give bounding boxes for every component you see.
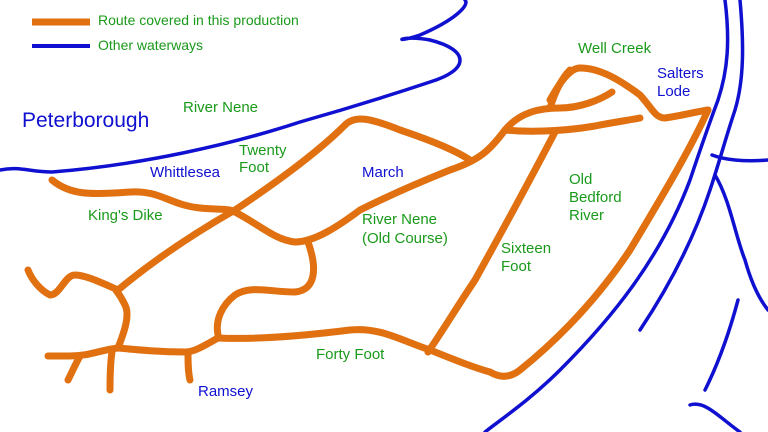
spur-2-route <box>106 348 116 394</box>
kings-dike-route <box>48 176 239 216</box>
old-bedford-route <box>486 106 712 380</box>
label-ramsey: Ramsey <box>198 383 254 400</box>
well-creek-mid-route <box>546 66 574 112</box>
western-branch-route <box>24 266 131 352</box>
march-loop-route <box>213 238 318 339</box>
label-river: River <box>569 207 605 224</box>
label-old: Old <box>569 171 593 188</box>
label-old-course: (Old Course) <box>362 230 448 247</box>
label-river-nene-old: River Nene <box>362 211 438 228</box>
label-sixteen: Sixteen <box>501 240 552 257</box>
forty-foot-route <box>214 326 494 376</box>
spur-3-route <box>184 348 194 384</box>
label-peterborough: Peterborough <box>22 109 150 132</box>
label-twenty: Twenty <box>239 142 287 159</box>
old-nene-route <box>231 88 616 246</box>
label-bedford: Bedford <box>569 189 622 206</box>
south-east-branch-waterway <box>713 173 768 312</box>
label-well-creek: Well Creek <box>578 40 652 57</box>
east-branch-waterway <box>710 153 768 163</box>
label-twenty-foot: Foot <box>239 159 270 176</box>
label-river-nene: River Nene <box>183 99 259 116</box>
label-whittlesea: Whittlesea <box>150 164 221 181</box>
river-great-ouse-waterway <box>483 0 730 432</box>
legend-route-label: Route covered in this production <box>98 12 299 28</box>
label-march: March <box>362 164 404 181</box>
label-salters: Salters <box>657 65 704 82</box>
south-lower-waterway <box>703 298 740 392</box>
label-forty-foot: Forty Foot <box>316 346 385 363</box>
label-lode: Lode <box>657 83 691 100</box>
ramsey-branch-route <box>44 334 222 360</box>
sixteen-foot-route <box>424 128 559 356</box>
label-kings-dike: King's Dike <box>88 207 163 224</box>
south-branch-waterway <box>688 402 742 432</box>
spur-1-route <box>64 352 84 384</box>
river-nene-waterway <box>0 0 468 174</box>
label-sixteen-foot: Foot <box>501 258 532 275</box>
twenty-foot-route <box>114 115 474 294</box>
legend-waterway-label: Other waterways <box>98 37 204 53</box>
